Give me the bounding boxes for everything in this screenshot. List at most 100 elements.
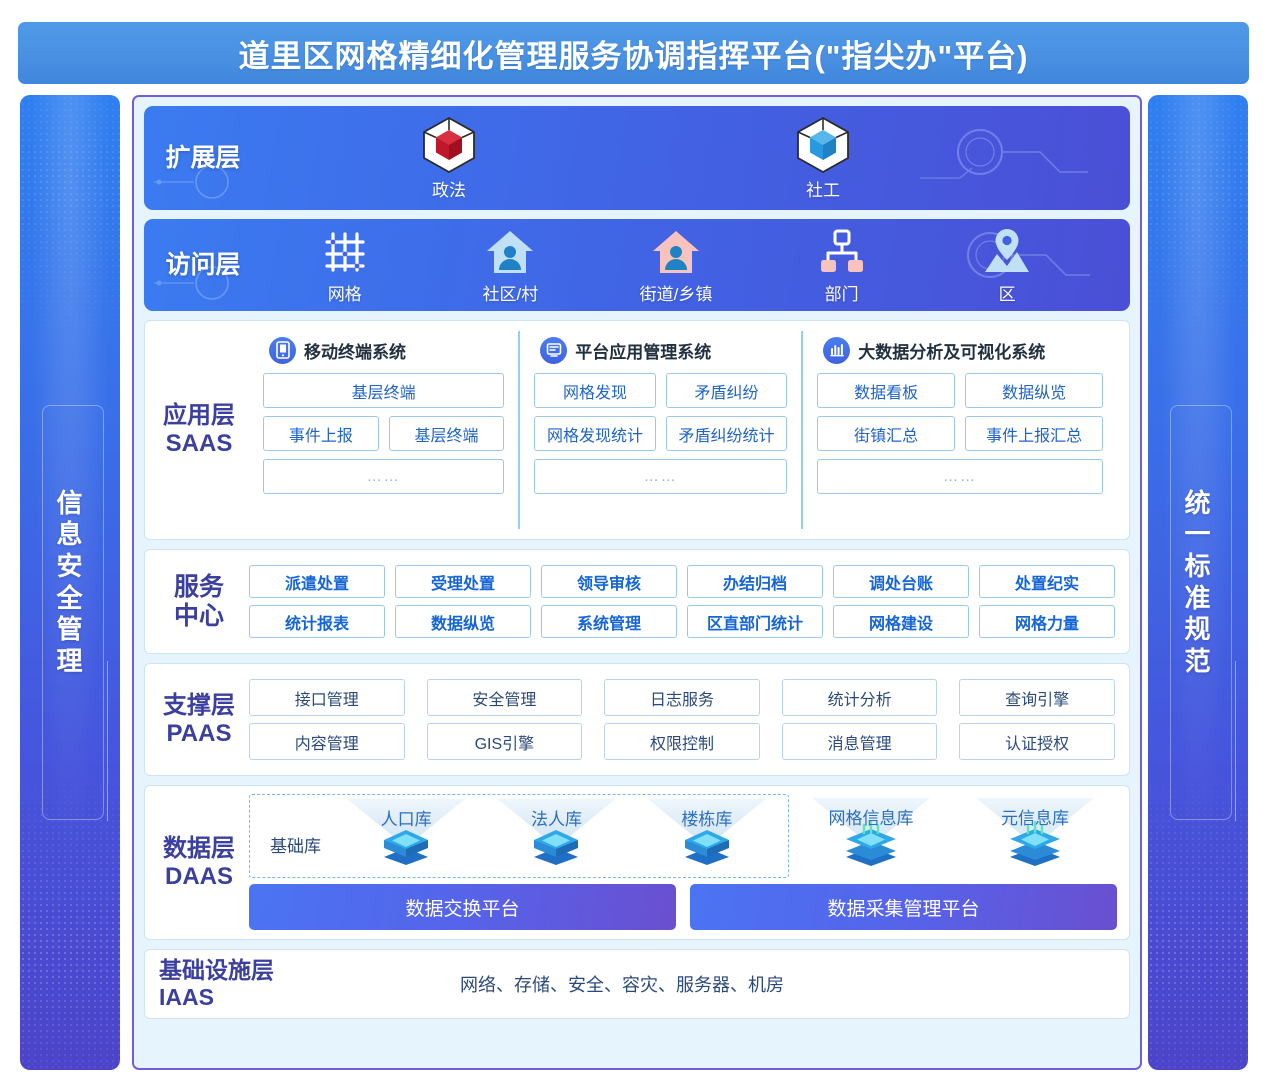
database-item-legalperson[interactable]: 法人库 — [481, 795, 631, 877]
database-caption: 法人库 — [530, 810, 582, 829]
extension-item-caption: 政法 — [432, 180, 466, 200]
saas-tile-row: 街镇汇总 事件上报汇总 — [817, 416, 1104, 451]
extension-item-zhengfa[interactable]: 政法 — [262, 116, 636, 201]
application-layer-label-cn: 应用层 — [163, 402, 235, 430]
extension-item-caption: 社工 — [806, 180, 840, 200]
support-layer-tile[interactable]: 接口管理 — [249, 679, 405, 716]
service-center-tile[interactable]: 系统管理 — [541, 605, 677, 638]
support-layer-tile[interactable]: 内容管理 — [249, 723, 405, 760]
saas-tile[interactable]: 基层终端 — [263, 373, 505, 408]
service-center-tile[interactable]: 区直部门统计 — [687, 605, 823, 638]
saas-column-header: 移动终端系统 — [263, 331, 504, 369]
infrastructure-layer-label-cn: 基础设施层 — [159, 957, 274, 984]
panel-frame-decoration — [1170, 405, 1236, 821]
saas-tile[interactable]: 网格发现统计 — [534, 416, 656, 451]
support-layer-tile[interactable]: 权限控制 — [604, 723, 760, 760]
saas-column-mobile: 移动终端系统 基层终端 事件上报 基层终端 …… — [249, 331, 518, 529]
saas-tile[interactable]: 矛盾纠纷 — [665, 373, 788, 408]
application-layer-panel: 应用层 SAAS 移动终端系统 — [144, 320, 1130, 540]
access-item-caption: 网格 — [327, 284, 362, 304]
saas-tile[interactable]: 数据看板 — [817, 373, 956, 408]
infrastructure-layer-panel: 基础设施层 IAAS 网络、存储、安全、容灾、服务器、机房 — [144, 949, 1130, 1019]
cube-database-icon — [380, 826, 432, 871]
saas-tile-ellipsis[interactable]: …… — [534, 459, 788, 494]
saas-tile[interactable]: 数据纵览 — [965, 373, 1104, 408]
service-center-tile[interactable]: 网格力量 — [979, 605, 1115, 638]
cube-database-icon — [681, 826, 733, 871]
service-center-panel: 服务 中心 派遣处置 受理处置 领导审核 办结归档 调处台账 处置纪实 统计报表… — [144, 549, 1130, 654]
support-layer-panel: 支撑层 PAAS 接口管理 安全管理 日志服务 统计分析 查询引擎 内容管理 G… — [144, 663, 1130, 776]
saas-column-platform: 平台应用管理系统 网格发现 矛盾纠纷 网格发现统计 矛盾纠纷统计 …… — [518, 331, 801, 529]
access-item-bumen[interactable]: 部门 — [759, 226, 925, 305]
base-database-group-label: 基础库 — [270, 836, 321, 856]
service-center-tile[interactable]: 网格建设 — [833, 605, 969, 638]
access-layer-label: 访问层 — [165, 250, 241, 279]
access-item-wangge[interactable]: 网格 — [262, 226, 428, 305]
saas-tile-ellipsis[interactable]: …… — [263, 459, 505, 494]
access-item-caption: 社区/村 — [482, 284, 539, 304]
page-title-bar: 道里区网格精细化管理服务协调指挥平台("指尖办"平台) — [18, 22, 1249, 84]
data-collection-platform-button[interactable]: 数据采集管理平台 — [690, 884, 1117, 930]
side-label-char: 理 — [56, 645, 84, 676]
service-center-tile[interactable]: 数据纵览 — [395, 605, 531, 638]
mobile-phone-icon — [269, 336, 296, 364]
service-center-label-line2: 中心 — [173, 601, 224, 630]
saas-tile-ellipsis[interactable]: …… — [817, 459, 1103, 494]
org-chart-icon — [759, 226, 925, 278]
saas-tile[interactable]: 街镇汇总 — [817, 416, 956, 451]
side-label-char: 全 — [56, 582, 84, 613]
saas-tile[interactable]: 事件上报 — [263, 416, 379, 451]
service-center-tile[interactable]: 调处台账 — [833, 565, 969, 598]
service-center-tile[interactable]: 统计报表 — [249, 605, 385, 638]
saas-column-bigdata: 大数据分析及可视化系统 数据看板 数据纵览 街镇汇总 事件上报汇总 …… — [801, 331, 1117, 529]
database-item-gridinfo[interactable]: 网格信息库 — [789, 794, 953, 878]
dot-pattern-decoration — [20, 95, 120, 355]
side-label-char: 息 — [56, 519, 84, 550]
saas-column-title: 移动终端系统 — [304, 342, 406, 362]
support-layer-tile[interactable]: GIS引擎 — [426, 723, 583, 760]
saas-tile[interactable]: 矛盾纠纷统计 — [665, 416, 788, 451]
circuit-decoration-icon — [154, 165, 229, 199]
access-item-qu[interactable]: 区 — [924, 226, 1090, 305]
service-center-label-line1: 服务 — [173, 572, 224, 601]
access-item-shequcun[interactable]: 社区/村 — [428, 226, 594, 305]
access-item-caption: 部门 — [824, 284, 859, 304]
service-center-tile[interactable]: 领导审核 — [541, 565, 677, 598]
support-layer-tile[interactable]: 消息管理 — [781, 723, 938, 760]
extension-item-shegong[interactable]: 社工 — [636, 116, 1010, 201]
side-label-char: 准 — [1184, 582, 1212, 613]
saas-tile-row: 网格发现统计 矛盾纠纷统计 — [534, 416, 788, 451]
data-exchange-platform-button[interactable]: 数据交换平台 — [249, 884, 676, 930]
side-label-char: 范 — [1184, 645, 1212, 676]
map-pin-icon — [924, 226, 1090, 278]
service-center-tile[interactable]: 受理处置 — [395, 565, 531, 598]
saas-tile[interactable]: 网格发现 — [534, 373, 656, 408]
application-layer-label: 应用层 SAAS — [145, 321, 249, 539]
database-item-building[interactable]: 楼栋库 — [632, 795, 782, 877]
side-label-char: 一 — [1184, 519, 1212, 550]
saas-tile-row: …… — [817, 459, 1103, 494]
side-label-char: 管 — [56, 614, 84, 645]
service-center-tile[interactable]: 派遣处置 — [249, 565, 385, 598]
saas-tile-row: 事件上报 基层终端 — [263, 416, 505, 451]
saas-tile[interactable]: 基层终端 — [388, 416, 505, 451]
database-item-metainfo[interactable]: 元信息库 — [953, 794, 1117, 878]
database-caption: 网格信息库 — [828, 809, 914, 828]
panel-frame-decoration — [42, 405, 108, 821]
database-caption: 人口库 — [380, 810, 432, 829]
support-layer-tile[interactable]: 日志服务 — [604, 679, 760, 716]
access-item-jiedaoxiangzhen[interactable]: 街道/乡镇 — [593, 226, 759, 305]
support-layer-tile[interactable]: 统计分析 — [781, 679, 938, 716]
service-center-row: 统计报表 数据纵览 系统管理 区直部门统计 网格建设 网格力量 — [249, 605, 1115, 638]
support-layer-tile[interactable]: 安全管理 — [426, 679, 583, 716]
side-label-char: 安 — [56, 550, 84, 581]
service-center-tile[interactable]: 办结归档 — [687, 565, 823, 598]
bar-chart-icon — [823, 336, 851, 364]
service-center-tile[interactable]: 处置纪实 — [979, 565, 1115, 598]
support-layer-row: 内容管理 GIS引擎 权限控制 消息管理 认证授权 — [249, 723, 1115, 760]
support-layer-tile[interactable]: 查询引擎 — [959, 679, 1115, 716]
database-item-population[interactable]: 人口库 — [331, 795, 481, 877]
support-layer-tile[interactable]: 认证授权 — [959, 723, 1115, 760]
right-side-panel-label: 统 一 标 准 规 范 — [1148, 487, 1248, 677]
saas-tile[interactable]: 事件上报汇总 — [965, 416, 1104, 451]
